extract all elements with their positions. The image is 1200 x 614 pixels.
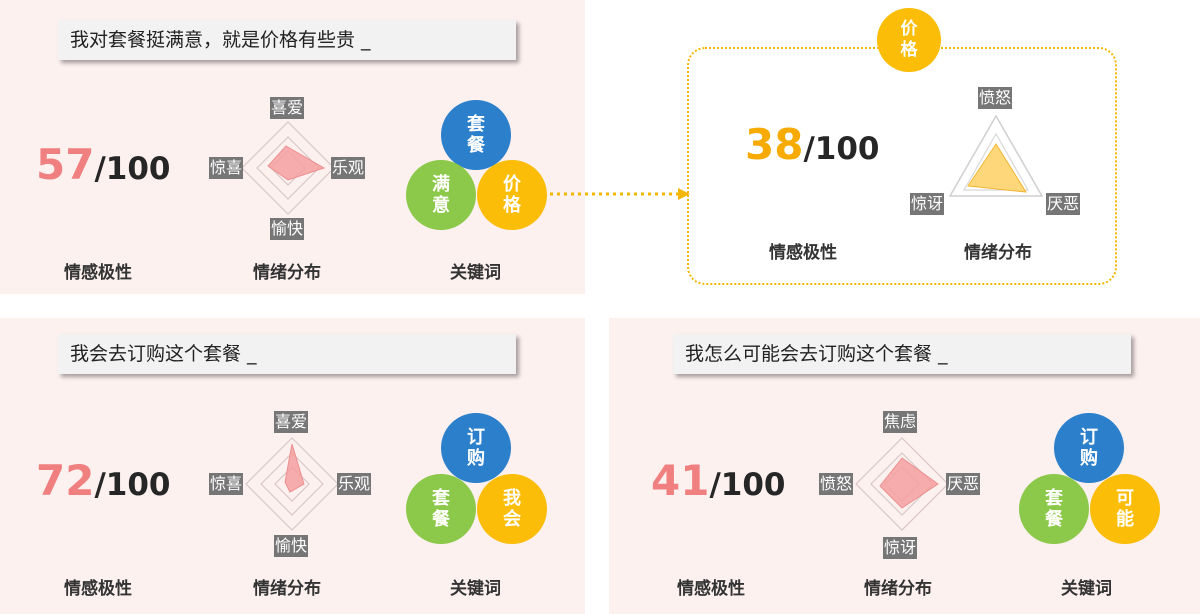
score-denominator: /100	[709, 467, 786, 503]
price-tag-circle: 价格	[877, 8, 941, 72]
radar-label-bottom: 愉快	[270, 218, 305, 240]
sentence-bubble: 我对套餐挺满意，就是价格有些贵 _	[58, 20, 516, 60]
keywords-label: 关键词	[450, 263, 501, 283]
score-denominator: /100	[803, 131, 880, 167]
keyword-text: 可能	[1116, 488, 1134, 530]
radar-label-top: 喜爱	[274, 411, 309, 433]
keyword-text: 价格	[503, 174, 521, 216]
radar-value-shape	[879, 457, 939, 509]
score-denominator: /100	[94, 151, 171, 187]
keyword-circle-left: 套餐	[1019, 474, 1089, 544]
sentence-bubble: 我怎么可能会去订购这个套餐 _	[673, 334, 1131, 374]
radar-label-bottom: 惊讶	[883, 537, 918, 559]
triangle-label-right: 厌恶	[1046, 193, 1081, 215]
keyword-text: 套餐	[432, 488, 450, 530]
keyword-circle-right: 价格	[477, 160, 547, 230]
polarity-label: 情感极性	[677, 579, 745, 599]
keyword-circle-left: 满意	[406, 160, 476, 230]
keyword-text: 订购	[1080, 427, 1098, 469]
radar-label-right: 厌恶	[946, 473, 981, 495]
keyword-text: 满意	[432, 174, 450, 216]
score-value: 72	[36, 456, 95, 505]
radar-label-left: 惊喜	[209, 157, 244, 179]
keyword-circle-top: 订购	[1054, 413, 1124, 483]
triangle-value-shape	[967, 143, 1027, 193]
radar-label-bottom: 愉快	[274, 535, 309, 557]
dotted-arrow	[550, 188, 690, 200]
keyword-text: 套餐	[467, 114, 485, 156]
emotion-label: 情绪分布	[253, 263, 321, 283]
emotion-radar-chart	[241, 121, 335, 215]
emotion-label: 情绪分布	[253, 579, 321, 599]
keyword-circle-right: 我会	[477, 474, 547, 544]
keyword-text: 我会	[503, 488, 521, 530]
radar-label-left: 愤怒	[819, 473, 854, 495]
price-tag-text: 价格	[900, 19, 918, 60]
score-value: 41	[651, 456, 710, 505]
keyword-circle-right: 可能	[1090, 474, 1160, 544]
polarity-score: 72/100	[36, 456, 171, 505]
keyword-circle-top: 套餐	[441, 100, 511, 170]
polarity-label: 情感极性	[64, 263, 132, 283]
polarity-score: 38/100	[745, 120, 880, 169]
keyword-circle-top: 订购	[441, 413, 511, 483]
keywords-label: 关键词	[450, 579, 501, 599]
radar-value-shape	[267, 145, 326, 181]
keyword-text: 套餐	[1045, 488, 1063, 530]
radar-label-top: 焦虑	[883, 411, 918, 433]
emotion-label: 情绪分布	[864, 579, 932, 599]
keywords-label: 关键词	[1061, 579, 1112, 599]
polarity-label: 情感极性	[769, 243, 837, 263]
polarity-score: 57/100	[36, 140, 171, 189]
radar-label-left: 惊喜	[209, 473, 244, 495]
score-value: 38	[745, 120, 804, 169]
triangle-label-left: 惊讶	[910, 193, 945, 215]
triangle-label-top: 愤怒	[978, 87, 1013, 109]
polarity-score: 41/100	[651, 456, 786, 505]
score-value: 57	[36, 140, 95, 189]
keyword-circle-left: 套餐	[406, 474, 476, 544]
emotion-radar-chart	[855, 437, 949, 531]
sentence-bubble: 我会去订购这个套餐 _	[58, 334, 516, 374]
radar-value-shape	[284, 443, 305, 493]
radar-label-right: 乐观	[337, 473, 372, 495]
score-denominator: /100	[94, 467, 171, 503]
radar-label-top: 喜爱	[270, 97, 305, 119]
emotion-label: 情绪分布	[964, 243, 1032, 263]
emotion-radar-chart	[245, 437, 339, 531]
keyword-text: 订购	[467, 427, 485, 469]
polarity-label: 情感极性	[64, 579, 132, 599]
radar-label-right: 乐观	[331, 157, 366, 179]
emotion-triangle-chart	[948, 114, 1044, 197]
